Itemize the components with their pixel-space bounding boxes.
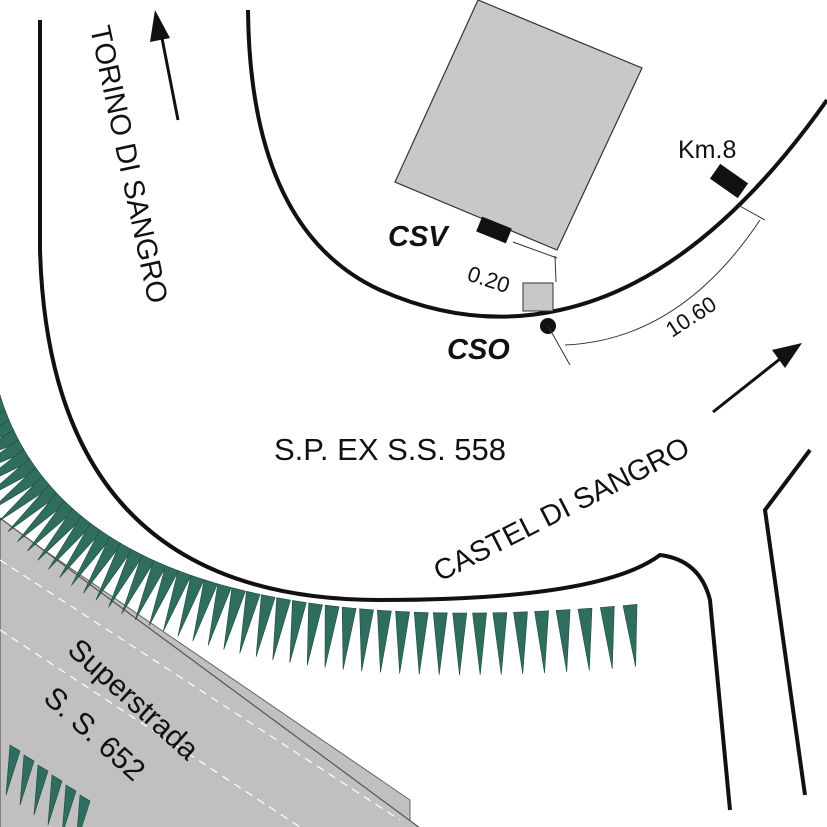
embankment-spike bbox=[0, 429, 21, 451]
road-edge-branch bbox=[762, 448, 812, 796]
embankment-spike bbox=[577, 607, 593, 671]
embankment-spike bbox=[59, 522, 103, 578]
embankment-spike bbox=[177, 574, 205, 637]
embankment-spike bbox=[272, 597, 291, 661]
road-name-label: S.P. EX S.S. 558 bbox=[274, 432, 506, 467]
embankment-spike bbox=[121, 554, 156, 615]
road-edge-inner bbox=[246, 9, 827, 319]
embankment-spike bbox=[324, 604, 340, 668]
distance-long-label: 10.60 bbox=[661, 291, 721, 342]
embankment-spike bbox=[223, 587, 246, 650]
embankment-spike bbox=[239, 590, 261, 654]
embankment-spike bbox=[0, 448, 32, 477]
arrow-east-icon bbox=[712, 343, 802, 414]
km-marker-label: Km.8 bbox=[678, 136, 736, 164]
embankment-spike bbox=[17, 492, 67, 542]
embankment-spike bbox=[192, 579, 218, 642]
embankment-spike bbox=[19, 754, 35, 806]
embankment-spike bbox=[0, 439, 26, 463]
arrow-north-icon bbox=[150, 10, 180, 121]
embankment-spike bbox=[452, 612, 468, 676]
embankment-spike bbox=[306, 602, 323, 666]
embankment-spike bbox=[5, 744, 21, 796]
embankment-spike bbox=[48, 515, 93, 570]
embankment-spike bbox=[432, 612, 448, 675]
embankment-spike bbox=[108, 548, 144, 608]
station-csv-label: CSV bbox=[388, 221, 450, 253]
embankment-spike bbox=[341, 606, 357, 670]
road-edge-outer bbox=[38, 20, 732, 811]
embankment-spike bbox=[134, 559, 167, 621]
embankment-hatching bbox=[0, 393, 638, 676]
direction-north-label: TORINO DI SANGRO bbox=[83, 23, 173, 307]
embankment-spike bbox=[33, 764, 49, 816]
embankment-spike bbox=[0, 467, 45, 506]
embankment-spike bbox=[148, 565, 179, 626]
sensor-box bbox=[522, 282, 554, 312]
station-cso-label: CSO bbox=[447, 334, 510, 366]
embankment-spike bbox=[0, 475, 52, 521]
embankment-spike bbox=[207, 583, 232, 646]
embankment-spike bbox=[289, 600, 307, 663]
embankment-spike bbox=[395, 610, 410, 674]
superstrada-road bbox=[0, 517, 420, 827]
embankment-spike bbox=[0, 458, 38, 491]
embankment-spike bbox=[513, 611, 528, 675]
embankment-spike bbox=[534, 610, 549, 674]
embankment-spike bbox=[71, 529, 112, 586]
embankment-spike bbox=[359, 608, 374, 672]
embankment-spike bbox=[47, 774, 63, 826]
embankment-spike bbox=[83, 536, 123, 594]
embankment-spike bbox=[599, 606, 615, 669]
embankment-spike bbox=[27, 500, 75, 552]
embankment-spike bbox=[492, 612, 508, 675]
dimension-lines bbox=[512, 204, 766, 366]
embankment-spike bbox=[472, 612, 487, 676]
building bbox=[394, 0, 643, 251]
embankment-spike bbox=[377, 609, 392, 673]
embankment-spike bbox=[255, 594, 276, 657]
embankment-spike bbox=[62, 784, 77, 827]
embankment-spike bbox=[555, 609, 571, 672]
csv-marker bbox=[476, 216, 512, 244]
embankment-hatching-corner bbox=[5, 744, 91, 827]
embankment-spike bbox=[95, 542, 133, 601]
embankment-spike bbox=[7, 484, 59, 532]
distance-short-label: 0.20 bbox=[464, 261, 512, 298]
km8-marker bbox=[709, 163, 749, 199]
embankment-spike bbox=[163, 570, 192, 632]
embankment-spike bbox=[37, 508, 84, 561]
embankment-spike bbox=[413, 611, 429, 675]
embankment-spike bbox=[77, 794, 91, 827]
embankment-spike bbox=[622, 604, 638, 667]
